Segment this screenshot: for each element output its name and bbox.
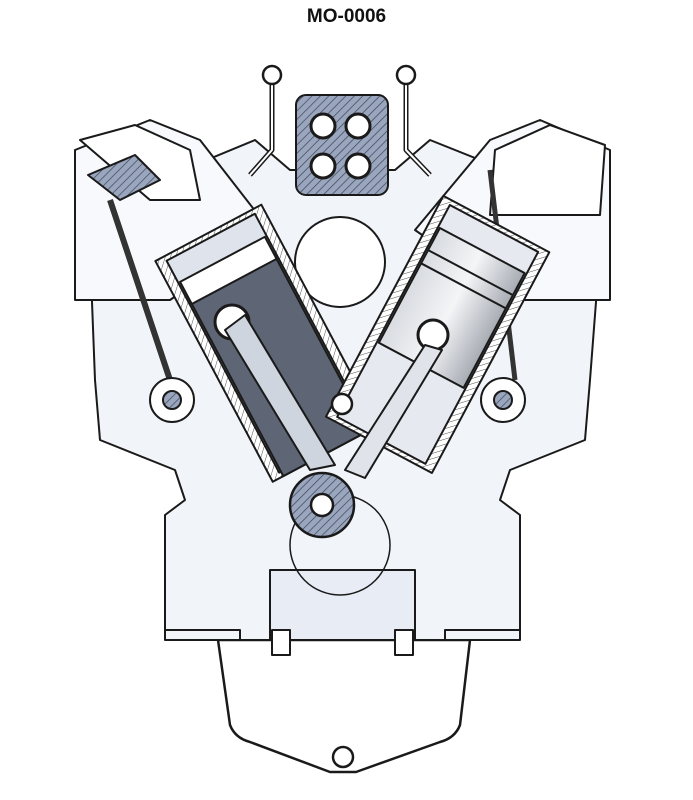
right-wrist-pin: [416, 318, 450, 352]
left-pushrod: [107, 199, 173, 381]
drain-plug: [331, 745, 355, 769]
right-fuel-line-fitting: [395, 64, 417, 86]
camshaft-bore: [294, 216, 386, 308]
oil-gallery: [330, 392, 354, 416]
intake-manifold: [295, 94, 389, 196]
oil-pan: [216, 638, 472, 774]
diagram-title: MO-0006: [306, 6, 387, 27]
left-rocker-arm: [87, 154, 161, 201]
left-connecting-rod: [224, 314, 336, 471]
left-fuel-line-fitting: [261, 64, 283, 86]
right-connecting-rod: [344, 344, 443, 479]
